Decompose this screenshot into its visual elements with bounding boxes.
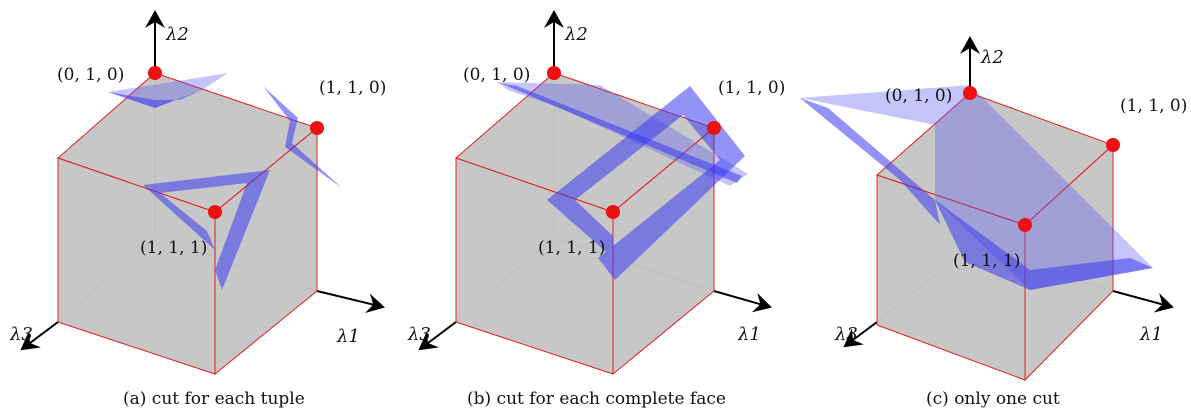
axis-l3 (843, 321, 878, 348)
label-111: (1, 1, 1) (538, 238, 605, 258)
caption-b: (b) cut for each complete face (467, 389, 726, 409)
axis-label-l1: λ1 (336, 326, 360, 347)
vertex-111 (208, 205, 222, 219)
axis-label-l3: λ3 (834, 324, 858, 345)
axis-label-l2: λ2 (564, 24, 588, 45)
axis-l1 (713, 290, 772, 313)
cut-ring (547, 86, 745, 280)
label-110: (1, 1, 0) (718, 78, 785, 98)
axis-label-l1: λ1 (1139, 324, 1163, 345)
axis-l3 (418, 321, 457, 351)
panel-b: (0, 1, 0) (1, 1, 0) (1, 1, 1) λ2 λ1 λ3 (… (407, 10, 785, 409)
label-010: (0, 1, 0) (463, 65, 530, 85)
axis-label-l2: λ2 (980, 47, 1004, 68)
cube-side-face (214, 126, 318, 376)
axis-label-l1: λ1 (737, 324, 761, 345)
axis-l1 (316, 290, 385, 313)
vertex-110 (310, 121, 324, 135)
cut-edge-bottom (935, 200, 1153, 290)
cut-triangle (143, 170, 270, 290)
vertex-110 (1106, 138, 1120, 152)
label-010: (0, 1, 0) (57, 65, 124, 85)
label-110: (1, 1, 0) (319, 78, 386, 98)
axis-label-l3: λ3 (407, 324, 431, 345)
cut-right-corner (263, 86, 342, 188)
caption-a: (a) cut for each tuple (123, 389, 305, 409)
label-110: (1, 1, 0) (1120, 96, 1187, 116)
cut-top-band (500, 83, 742, 183)
cut-plane (800, 85, 1153, 290)
panel-c: (0, 1, 0) (1, 1, 0) (1, 1, 1) λ2 λ1 λ3 (… (800, 36, 1187, 409)
vertex-010 (547, 66, 561, 80)
cube-side-face (1024, 143, 1114, 382)
caption-c: (c) only one cut (926, 389, 1060, 409)
label-010: (0, 1, 0) (885, 86, 952, 106)
vertex-111 (606, 205, 620, 219)
vertex-010 (148, 66, 162, 80)
axis-l1 (1112, 290, 1174, 313)
vertex-110 (707, 121, 721, 135)
vertex-010 (963, 86, 977, 100)
axis-label-l3: λ3 (9, 324, 33, 345)
panel-a: (0, 1, 0) (1, 1, 0) (1, 1, 1) λ2 λ1 λ3 (… (9, 10, 386, 409)
cut-top-corner-2 (108, 90, 202, 108)
label-111: (1, 1, 1) (140, 238, 207, 258)
label-111: (1, 1, 1) (953, 251, 1020, 271)
axis-label-l2: λ2 (165, 24, 189, 45)
vertex-111 (1018, 218, 1032, 232)
axis-l3 (20, 321, 59, 351)
